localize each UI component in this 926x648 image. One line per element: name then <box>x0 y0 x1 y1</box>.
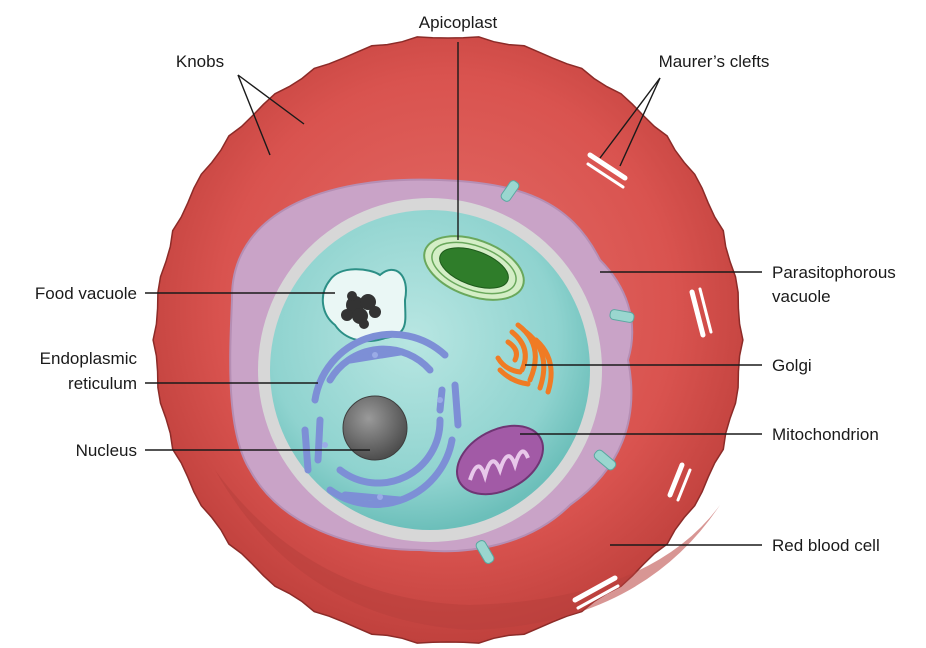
label-food-vacuole: Food vacuole <box>35 284 137 303</box>
label-maurers-clefts: Maurer’s clefts <box>659 52 770 71</box>
label-apicoplast: Apicoplast <box>419 13 498 32</box>
label-red-blood-cell: Red blood cell <box>772 536 880 555</box>
label-er-line2: reticulum <box>68 374 137 393</box>
label-nucleus: Nucleus <box>76 441 137 460</box>
label-knobs: Knobs <box>176 52 224 71</box>
label-parasitophorous-line1: Parasitophorous <box>772 263 896 282</box>
label-golgi: Golgi <box>772 356 812 375</box>
label-parasitophorous-line2: vacuole <box>772 287 831 306</box>
label-er-line1: Endoplasmic <box>40 349 138 368</box>
label-mitochondrion: Mitochondrion <box>772 425 879 444</box>
